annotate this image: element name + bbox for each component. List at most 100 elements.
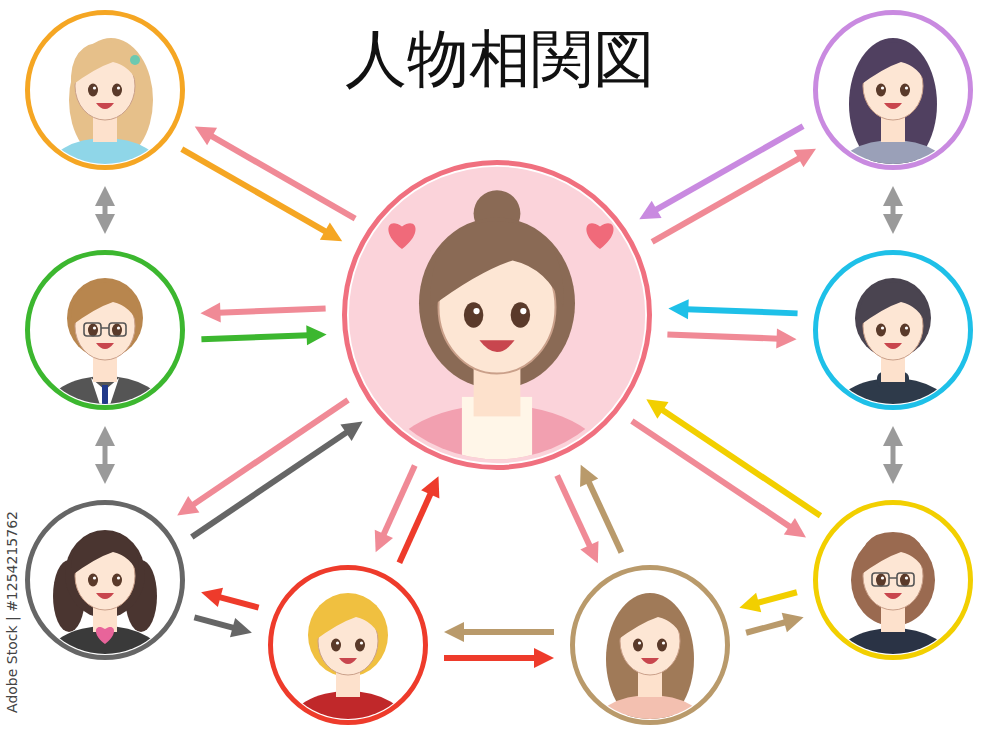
person-circle <box>25 250 185 410</box>
circle-outline <box>25 250 185 410</box>
circle-ring <box>816 253 971 408</box>
relation-arrow <box>668 299 797 319</box>
arrow-shaft <box>182 149 327 232</box>
circle-outline <box>25 10 185 170</box>
arrow-head <box>340 422 362 441</box>
title-box: 人物相関図 <box>250 22 750 96</box>
relation-arrow <box>201 588 259 608</box>
arrow-head <box>95 464 115 484</box>
arrow-head <box>794 149 816 168</box>
arrow-head <box>95 186 115 206</box>
relation-arrow <box>201 325 326 345</box>
watermark-box: Adobe Stock | #1254215762 <box>2 502 22 722</box>
arrow-head <box>230 618 252 637</box>
arrow-shaft <box>444 655 536 661</box>
circle-outline <box>25 500 185 660</box>
relation-arrow <box>177 400 348 515</box>
circle-ring <box>271 568 426 723</box>
relation-arrow <box>95 186 115 234</box>
arrow-head <box>739 593 761 612</box>
arrow-shaft <box>588 481 621 552</box>
arrow-head <box>306 325 326 345</box>
circle-ring <box>28 13 183 168</box>
circle-ring <box>28 503 183 658</box>
arrow-shaft <box>667 334 778 338</box>
relation-arrow <box>200 303 325 323</box>
circle-ring <box>573 568 728 723</box>
arrow-shaft <box>746 622 786 633</box>
arrow-shaft <box>192 432 348 537</box>
arrow-head <box>883 214 903 234</box>
arrow-head <box>883 426 903 446</box>
arrow-shaft <box>192 400 348 505</box>
arrow-head <box>200 303 220 323</box>
circle-outline <box>813 500 973 660</box>
relation-arrow <box>883 186 903 234</box>
person-circle <box>25 10 185 170</box>
relation-arrow <box>444 622 554 642</box>
arrow-shaft <box>661 409 820 515</box>
arrow-shaft <box>383 466 415 536</box>
arrow-head <box>580 541 598 563</box>
arrow-head <box>534 648 554 668</box>
arrow-head <box>177 496 199 515</box>
arrow-head <box>784 518 806 537</box>
watermark: Adobe Stock | #1254215762 <box>4 511 20 713</box>
relation-arrow <box>883 426 903 484</box>
arrow-shaft <box>655 126 803 210</box>
circle-ring <box>28 253 183 408</box>
person-circle <box>342 160 652 470</box>
arrow-shaft <box>891 444 896 466</box>
arrow-head <box>776 329 796 349</box>
arrow-shaft <box>103 444 108 466</box>
arrow-shaft <box>462 629 554 635</box>
relation-arrow <box>646 399 820 516</box>
person-circle <box>813 10 973 170</box>
arrow-head <box>201 588 223 607</box>
arrow-head <box>668 299 688 319</box>
person-circle <box>25 500 185 660</box>
relation-arrow <box>444 648 554 668</box>
relation-arrow <box>194 617 252 637</box>
relation-arrow <box>639 126 803 219</box>
arrow-shaft <box>686 309 797 313</box>
circle-outline <box>268 565 428 725</box>
arrow-shaft <box>194 617 234 628</box>
arrow-shaft <box>632 421 791 527</box>
relation-arrow <box>95 426 115 484</box>
arrow-head <box>883 464 903 484</box>
arrow-head <box>375 530 393 552</box>
arrow-head <box>95 214 115 234</box>
arrow-head <box>320 223 342 242</box>
arrow-shaft <box>757 592 797 603</box>
person-circle <box>813 500 973 660</box>
arrow-head <box>580 465 598 487</box>
diagram-title: 人物相関図 <box>345 22 655 95</box>
circle-ring <box>816 13 971 168</box>
arrow-head <box>95 426 115 446</box>
person-circle <box>570 565 730 725</box>
relation-arrow <box>182 149 342 241</box>
circle-outline <box>813 250 973 410</box>
relation-arrow <box>192 422 363 537</box>
arrow-head <box>782 613 804 632</box>
arrow-shaft <box>218 309 325 313</box>
relation-arrow <box>632 421 806 538</box>
arrow-head <box>639 201 661 220</box>
arrow-head <box>444 622 464 642</box>
relation-arrow <box>667 329 796 349</box>
arrow-head <box>883 186 903 206</box>
circle-ring <box>345 163 650 468</box>
person-circle <box>268 565 428 725</box>
relation-arrow <box>399 476 439 563</box>
arrow-shaft <box>218 597 258 608</box>
circle-outline <box>342 160 652 470</box>
arrow-shaft <box>557 476 590 547</box>
relation-arrow <box>746 613 804 633</box>
relation-arrow <box>580 465 621 553</box>
arrow-shaft <box>201 335 308 339</box>
